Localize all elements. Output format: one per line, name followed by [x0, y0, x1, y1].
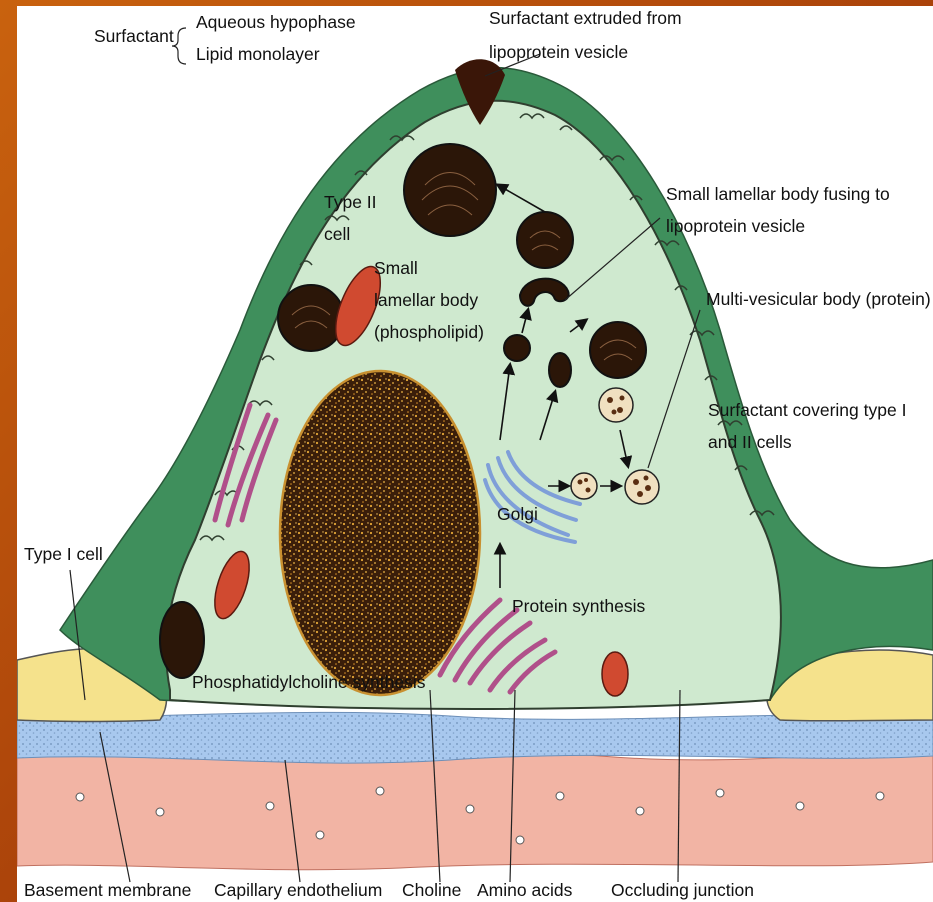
label-small-lamellar-1: Small	[374, 258, 418, 278]
label-aqueous-hypophase: Aqueous hypophase	[196, 12, 356, 32]
nucleus	[280, 371, 480, 695]
label-choline: Choline	[402, 880, 461, 900]
label-fusing-1: Small lamellar body fusing to	[666, 184, 890, 204]
label-capillary-endothelium: Capillary endothelium	[214, 880, 382, 900]
capillary-endothelium	[17, 750, 933, 870]
label-basement-membrane: Basement membrane	[24, 880, 191, 900]
label-small-lamellar-2: lamellar body	[374, 290, 478, 310]
label-golgi: Golgi	[497, 504, 538, 524]
label-covering-2: and II cells	[708, 432, 792, 452]
label-type2-2: cell	[324, 224, 350, 244]
label-protein-synthesis: Protein synthesis	[512, 596, 646, 616]
label-type2-1: Type II	[324, 192, 377, 212]
type2-cell-diagram: Surfactant Aqueous hypophase Lipid monol…	[17, 6, 933, 902]
label-pc-synthesis: Phosphatidylcholine synthesis	[192, 672, 426, 692]
label-multivesicular: Multi-vesicular body (protein)	[706, 289, 931, 309]
label-lipid-monolayer: Lipid monolayer	[196, 44, 320, 64]
label-small-lamellar-3: (phospholipid)	[374, 322, 484, 342]
label-occluding-junction: Occluding junction	[611, 880, 754, 900]
diagram-panel: Surfactant Aqueous hypophase Lipid monol…	[17, 6, 933, 902]
label-surfactant: Surfactant	[94, 26, 174, 46]
label-type1-cell: Type I cell	[24, 544, 103, 564]
label-extruded-2: lipoprotein vesicle	[489, 42, 628, 62]
label-fusing-2: lipoprotein vesicle	[666, 216, 805, 236]
label-extruded-1: Surfactant extruded from	[489, 8, 682, 28]
label-covering-1: Surfactant covering type I	[708, 400, 906, 420]
label-amino-acids: Amino acids	[477, 880, 573, 900]
